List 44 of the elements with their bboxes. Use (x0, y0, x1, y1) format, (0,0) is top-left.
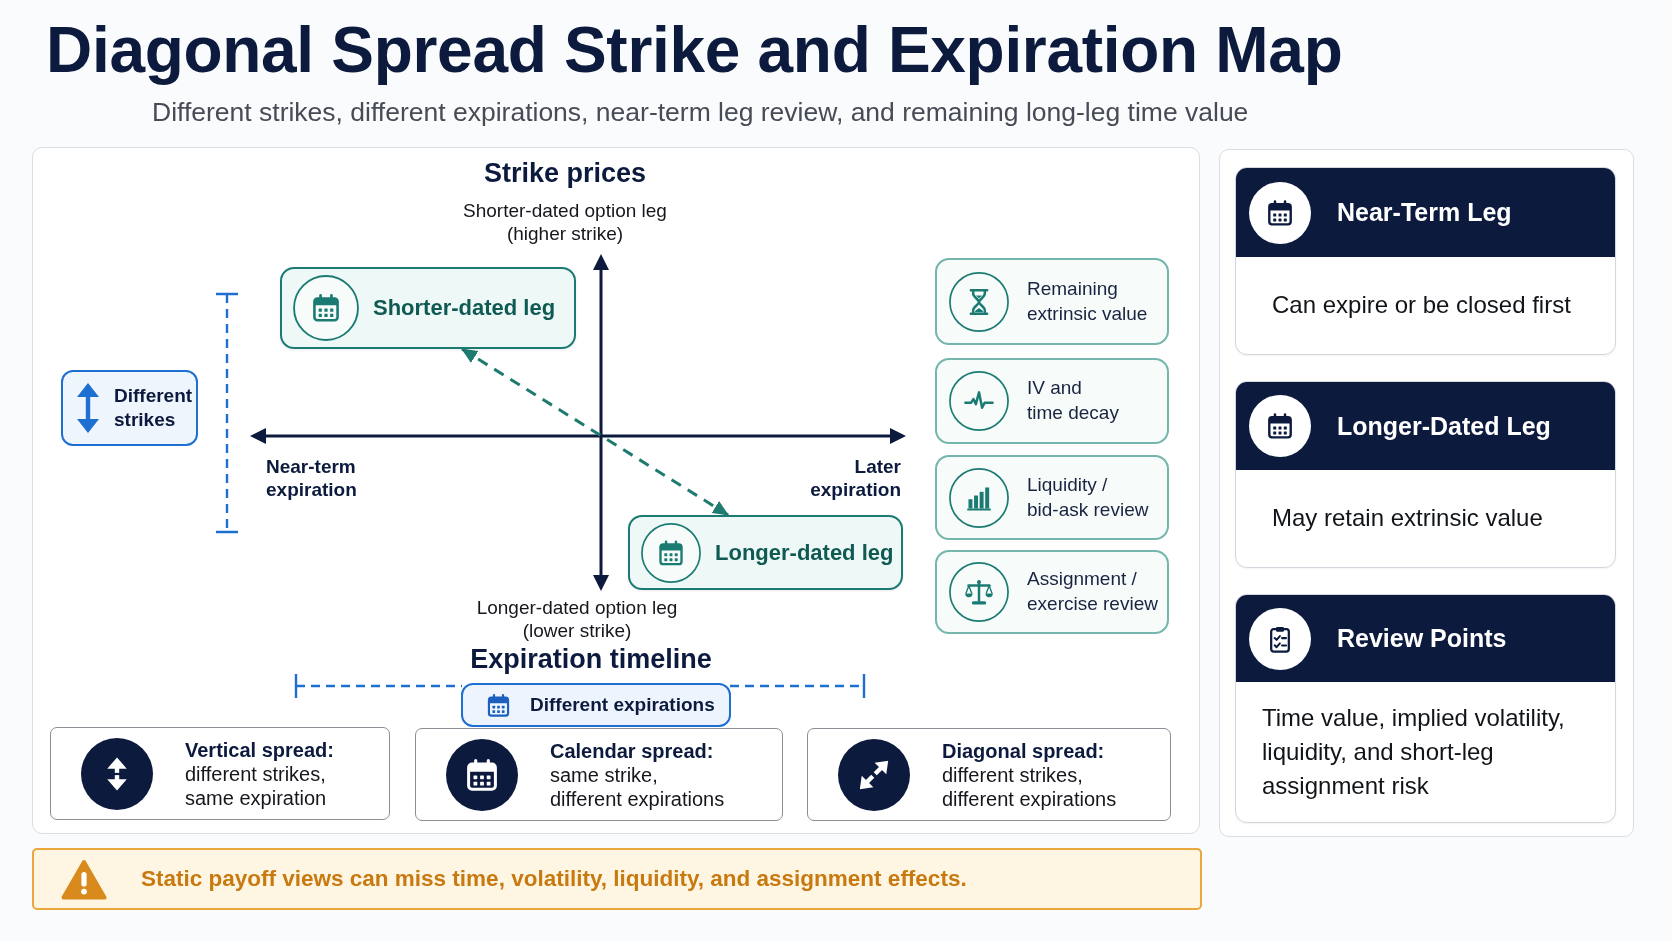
card-description: Can expire or be closed first (1272, 290, 1571, 321)
spread-card (807, 728, 1171, 821)
factor-label: Assignment / exercise review (1027, 567, 1159, 616)
spread-card (415, 728, 783, 821)
spread-description: same strike, different expirations (550, 762, 726, 811)
leg-label: Shorter-dated leg (373, 295, 556, 321)
card-title: Review Points (1337, 624, 1507, 653)
expirations-tag (461, 683, 731, 727)
factor-label: Remaining extrinsic value (1027, 276, 1149, 326)
card-title: Near-Term Leg (1337, 198, 1512, 227)
axis-end-label: Later expiration (809, 455, 901, 502)
factor-card (935, 258, 1169, 345)
factor-card (935, 455, 1169, 540)
card-title: Longer-Dated Leg (1337, 411, 1551, 441)
factor-label: Liquidity / bid-ask review (1027, 472, 1150, 522)
factor-card (935, 358, 1169, 444)
axis-note: Longer-dated option leg (lower strike) (475, 596, 679, 643)
leg-card (628, 515, 903, 590)
info-card (1235, 381, 1616, 568)
leg-label: Longer-dated leg (715, 539, 894, 566)
factor-card (935, 550, 1169, 634)
axis-note: Shorter-dated option leg (higher strike) (462, 199, 668, 246)
axis-title: Strike prices (483, 158, 647, 189)
axis-end-label: Near-term expiration (266, 455, 358, 502)
card-description: May retain extrinsic value (1272, 503, 1543, 534)
strikes-tag (61, 370, 198, 446)
info-card (1235, 167, 1616, 355)
subtitle: Different strikes, different expirations, near-term leg review, and remaining long-leg time value (152, 97, 1249, 128)
leg-card (280, 267, 576, 349)
spread-description: different strikes, same expiration (185, 761, 328, 810)
dashed-arrow (461, 347, 729, 517)
warning-text: Static payoff views can miss time, volatility, liquidity, and assignment effects. (141, 866, 967, 892)
info-card (1235, 594, 1616, 823)
spread-description: different strikes, different expirations (942, 762, 1118, 811)
spread-heading: Vertical spread: (185, 737, 334, 762)
warning-banner (32, 848, 1202, 910)
card-description: Time value, implied volatility, liquidity, and short-leg assignment risk (1262, 702, 1566, 802)
spread-heading: Diagonal spread: (942, 738, 1105, 763)
tag-label: Different strikes (114, 384, 194, 432)
spread-card (50, 727, 390, 820)
spread-heading: Calendar spread: (550, 738, 714, 763)
factor-label: IV and time decay (1027, 376, 1120, 425)
axis-title: Expiration timeline (470, 644, 712, 675)
tag-label: Different expirations (530, 694, 715, 716)
